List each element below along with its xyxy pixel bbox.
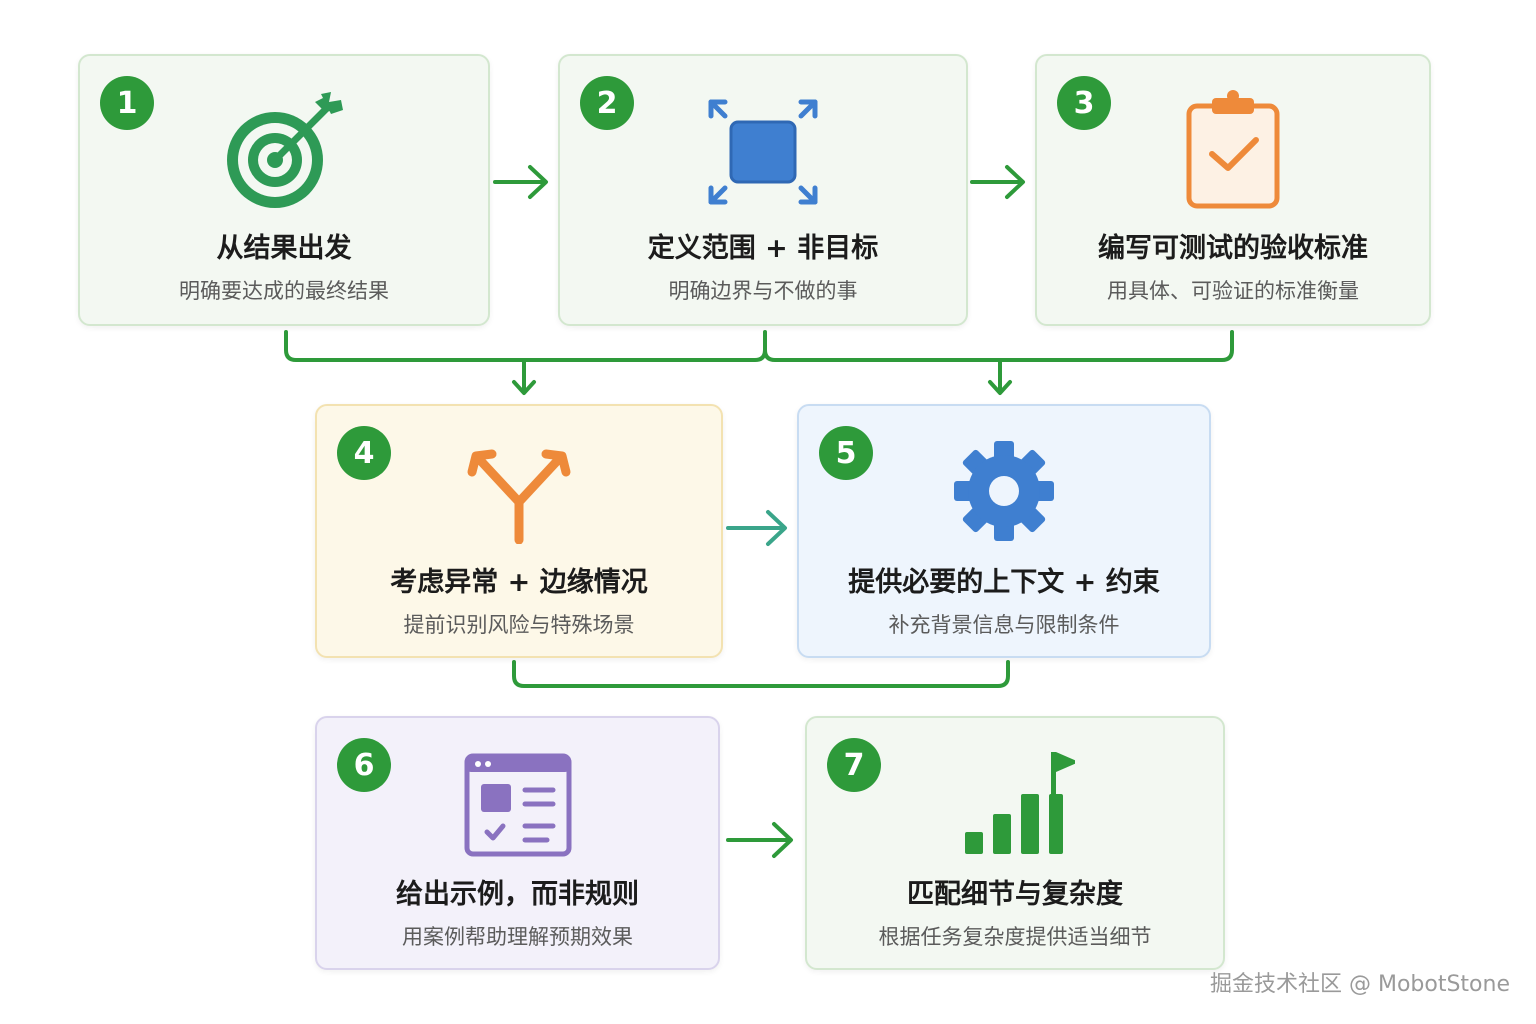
step-subtitle: 提前识别风险与特殊场景	[403, 613, 635, 637]
step-subtitle: 用具体、可验证的标准衡量	[1107, 279, 1359, 303]
step-number-badge: 4	[337, 426, 391, 480]
clipboard-check-icon	[1186, 90, 1280, 209]
arrow-step2-to-step3	[970, 165, 1025, 199]
step-title: 从结果出发	[216, 233, 352, 264]
arrow-step6-to-step7	[726, 822, 793, 858]
step-number-badge: 1	[100, 76, 154, 130]
watermark: 掘金技术社区 @ MobotStone	[1209, 972, 1510, 997]
bracket-row2-to-row3	[512, 660, 1010, 688]
step-subtitle: 用案例帮助理解预期效果	[402, 925, 633, 949]
step-number-badge: 5	[819, 426, 873, 480]
step-title: 给出示例，而非规则	[396, 879, 639, 910]
bar-chart-flag-icon	[965, 752, 1075, 854]
step-card-2: 2 定义范围 + 非目标 明确边界与不做的事	[558, 54, 968, 326]
gear-icon	[954, 441, 1054, 541]
step-subtitle: 明确要达成的最终结果	[179, 279, 389, 303]
step-card-7: 7 匹配细节与复杂度 根据任务复杂度提供适当细节	[805, 716, 1225, 970]
step-number-badge: 7	[827, 738, 881, 792]
bracket-row1-to-row2	[284, 330, 1234, 395]
split-arrows-icon	[467, 449, 571, 544]
step-title: 提供必要的上下文 + 约束	[848, 567, 1160, 598]
step-title: 定义范围 + 非目标	[647, 233, 879, 264]
step-card-6: 6 给出示例，而非规则 用案例帮助理解预期效果	[315, 716, 720, 970]
document-window-icon	[464, 753, 571, 857]
step-number-badge: 6	[337, 738, 391, 792]
step-subtitle: 明确边界与不做的事	[668, 279, 858, 303]
step-card-1: 1 从结果出发 明确要达成的最终结果	[78, 54, 490, 326]
step-title: 匹配细节与复杂度	[907, 879, 1123, 910]
arrow-step1-to-step2	[493, 165, 548, 199]
step-card-5: 5 提供必要的上下文 + 约束 补充背景信息与限制条件	[797, 404, 1211, 658]
step-subtitle: 根据任务复杂度提供适当细节	[878, 925, 1152, 949]
expand-arrows-icon	[708, 99, 818, 205]
target-icon	[227, 92, 343, 208]
step-number-badge: 3	[1057, 76, 1111, 130]
step-card-4: 4 考虑异常 + 边缘情况 提前识别风险与特殊场景	[315, 404, 723, 658]
step-title: 编写可测试的验收标准	[1098, 233, 1368, 264]
step-number-badge: 2	[580, 76, 634, 130]
step-title: 考虑异常 + 边缘情况	[390, 567, 648, 598]
step-subtitle: 补充背景信息与限制条件	[888, 613, 1120, 637]
step-card-3: 3 编写可测试的验收标准 用具体、可验证的标准衡量	[1035, 54, 1431, 326]
arrow-step4-to-step5	[726, 510, 787, 546]
